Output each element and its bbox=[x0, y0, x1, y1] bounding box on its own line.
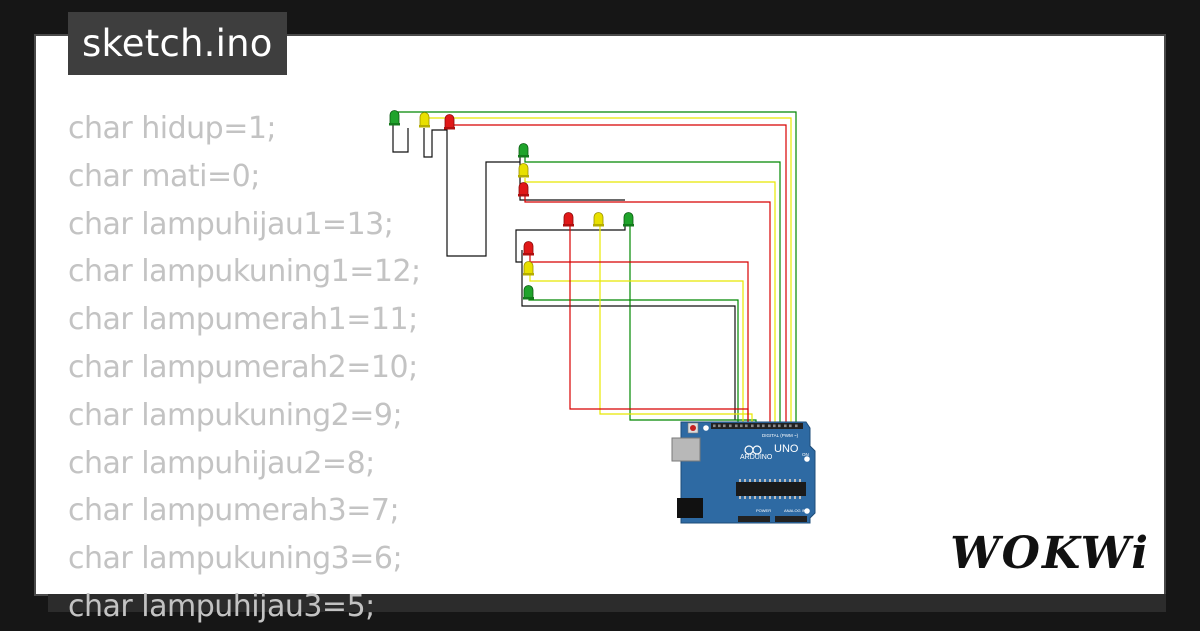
arduino-uno-board[interactable]: DIGITAL (PWM ~) ARDUINO UNO ON POWER bbox=[671, 421, 816, 524]
code-line: char lampuhijau2=8; bbox=[68, 445, 375, 481]
led-yellow-3[interactable] bbox=[593, 212, 604, 227]
code-line: char mati=0; bbox=[68, 158, 260, 194]
sketch-title: sketch.ino bbox=[68, 12, 287, 75]
on-label: ON bbox=[802, 452, 809, 457]
code-preview: char hidup=1; char mati=0; char lampuhij… bbox=[68, 105, 448, 624]
yellow-wires bbox=[427, 117, 792, 422]
mounting-hole bbox=[703, 425, 709, 431]
analog-label: ANALOG IN bbox=[784, 508, 806, 513]
board-model: UNO bbox=[774, 443, 799, 455]
code-line: char lampuhijau3=5; bbox=[68, 588, 375, 624]
power-jack bbox=[677, 498, 703, 518]
led-red-3[interactable] bbox=[563, 212, 574, 227]
led-yellow-2[interactable] bbox=[518, 163, 529, 178]
code-line: char hidup=1; bbox=[68, 111, 277, 146]
code-line: char lampuhijau1=13; bbox=[68, 206, 394, 242]
code-line: char lampumerah1=11; bbox=[68, 302, 418, 338]
led-red-4[interactable] bbox=[523, 241, 534, 256]
power-label: POWER bbox=[756, 508, 771, 513]
arduino-logo-icon bbox=[752, 445, 762, 455]
header-pins bbox=[713, 424, 798, 428]
board-brand: ARDUINO bbox=[740, 454, 773, 461]
wokwi-logo: WOKWi bbox=[950, 528, 1150, 579]
code-line: char lampumerah3=7; bbox=[68, 493, 400, 529]
card-shadow bbox=[48, 594, 1166, 612]
code-line: char lampumerah2=10; bbox=[68, 349, 418, 385]
mounting-hole bbox=[804, 508, 810, 514]
code-line: char lampukuning1=12; bbox=[68, 254, 421, 290]
green-wires bbox=[397, 111, 797, 422]
digital-header-label: DIGITAL (PWM ~) bbox=[762, 433, 799, 438]
power-header bbox=[738, 516, 770, 522]
led-red-2[interactable] bbox=[518, 182, 529, 197]
led-yellow-4[interactable] bbox=[523, 261, 534, 276]
led-green-1[interactable] bbox=[389, 110, 400, 126]
usb-connector bbox=[671, 437, 701, 462]
led-green-4[interactable] bbox=[523, 285, 534, 300]
ground-wires bbox=[392, 125, 736, 420]
led-yellow-1[interactable] bbox=[419, 112, 430, 128]
code-line: char lampukuning3=6; bbox=[68, 541, 403, 577]
microcontroller-chip bbox=[736, 482, 806, 496]
analog-header bbox=[775, 516, 807, 522]
mounting-hole bbox=[804, 456, 810, 462]
led-green-2[interactable] bbox=[518, 143, 529, 158]
red-wires bbox=[451, 124, 787, 422]
led-green-3[interactable] bbox=[623, 212, 634, 227]
chip-pins bbox=[739, 479, 801, 499]
led-red-1[interactable] bbox=[444, 114, 455, 130]
reset-button-cap bbox=[690, 425, 696, 431]
code-line: char lampukuning2=9; bbox=[68, 397, 403, 433]
